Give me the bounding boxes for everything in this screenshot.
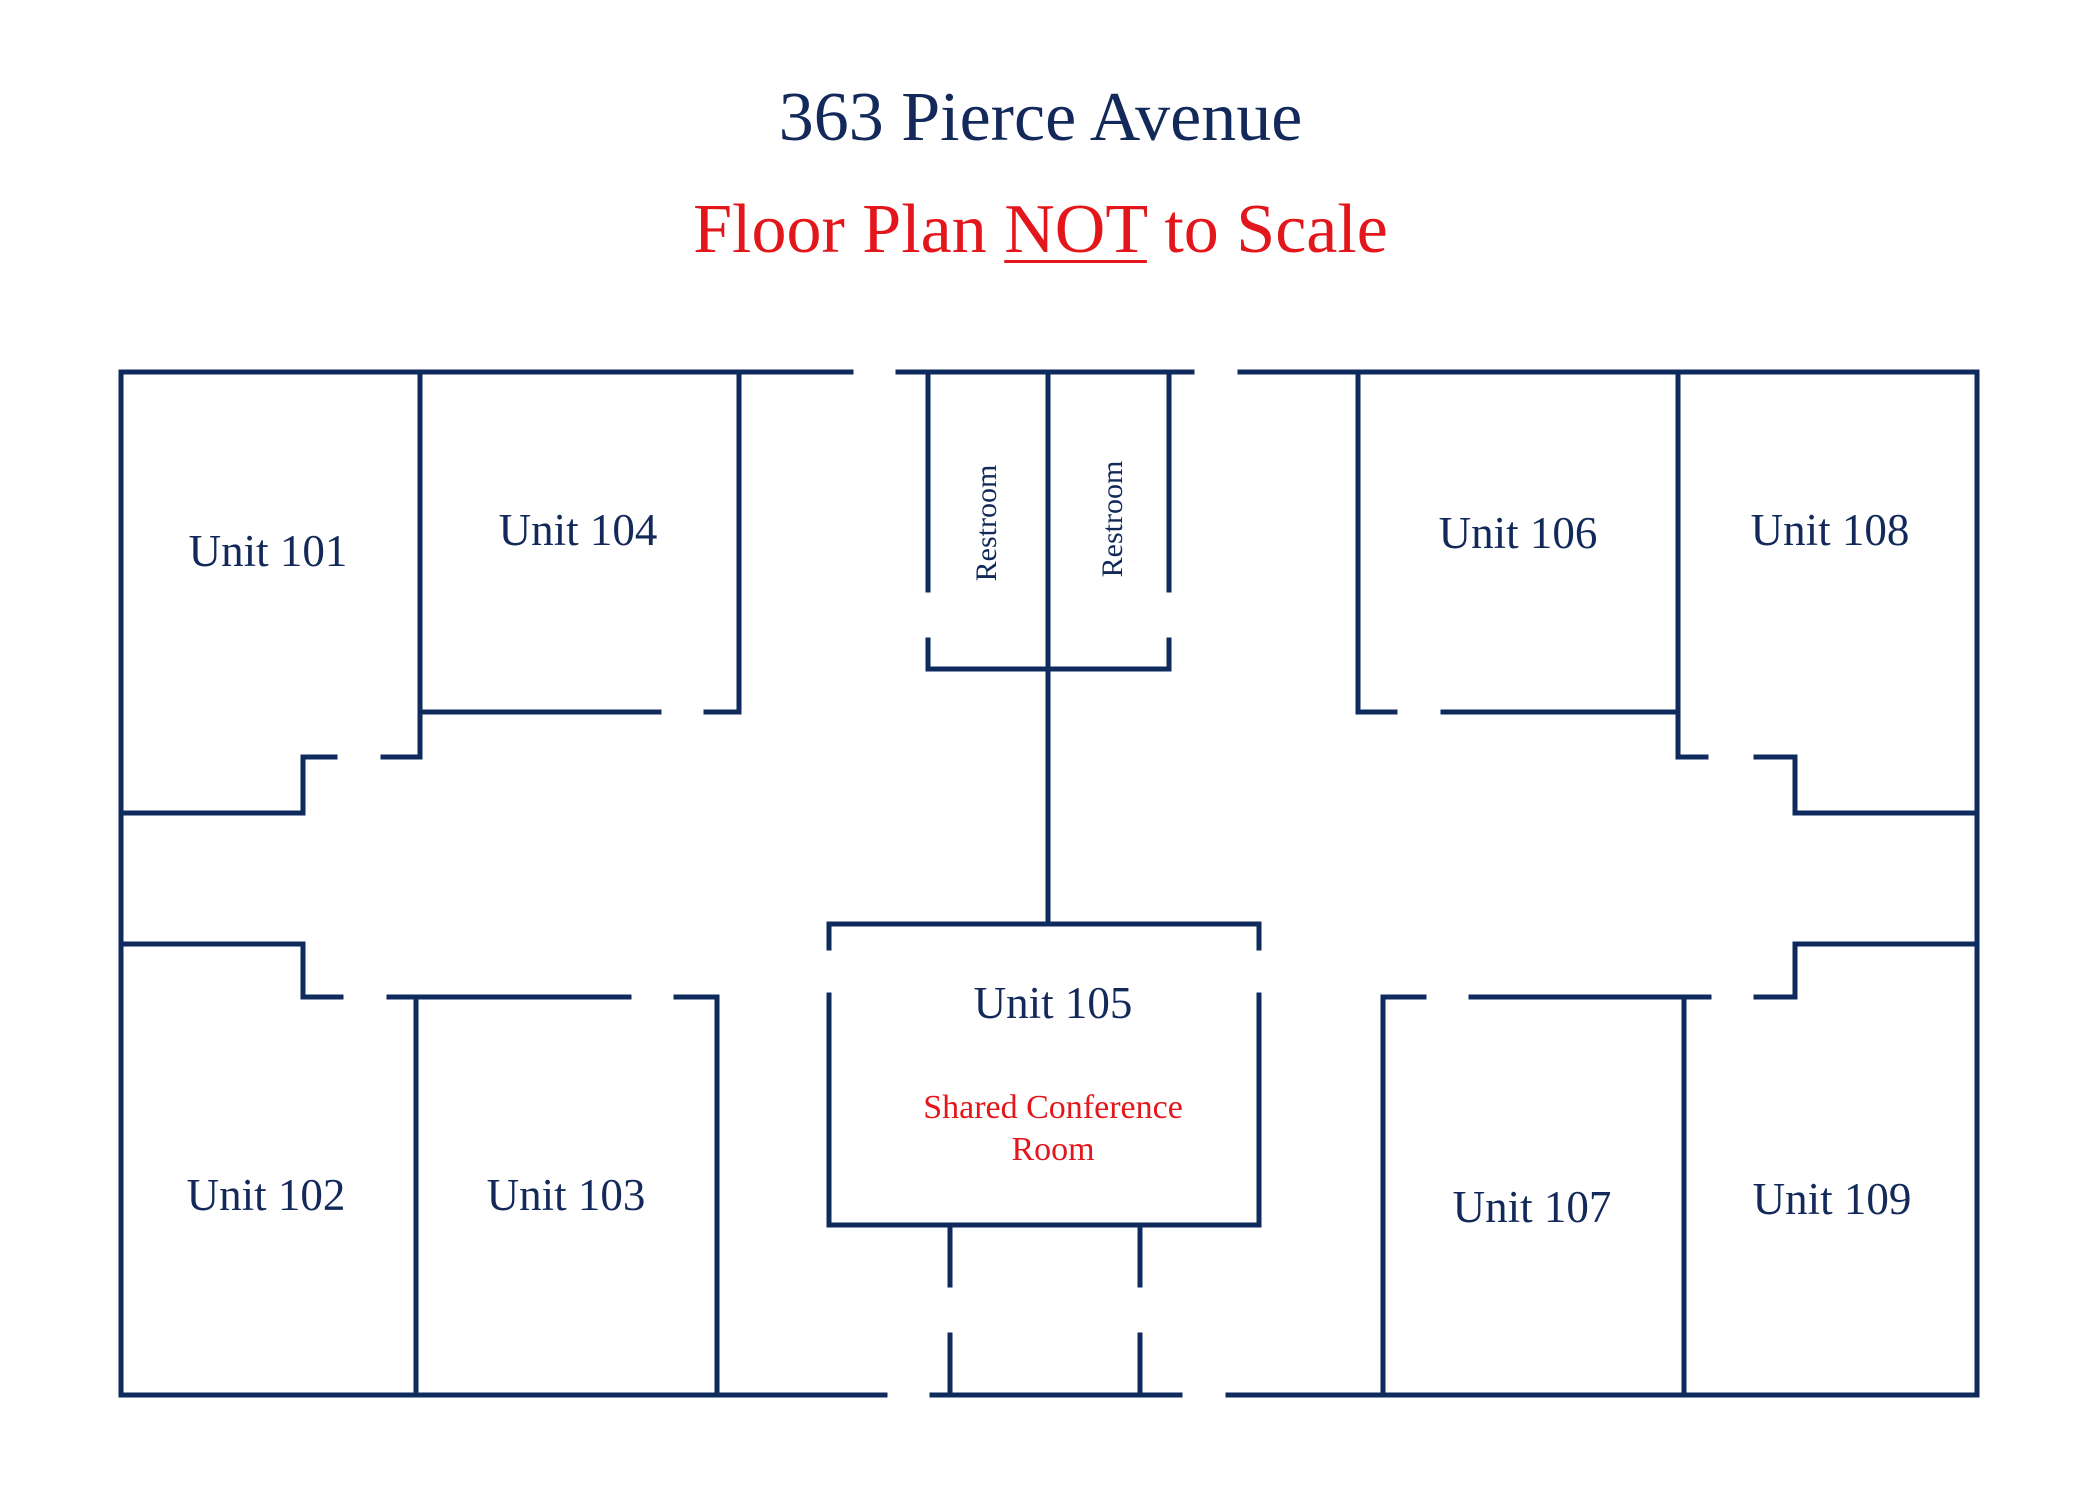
wall-unit-103-top-right [673, 994, 720, 1398]
room-label-unit-103: Unit 103 [487, 1170, 646, 1220]
room-label-unit-107: Unit 107 [1453, 1182, 1612, 1232]
room-label-restroom-left: Restroom [970, 465, 1003, 582]
room-label-unit-104: Unit 104 [499, 505, 658, 555]
subtitle-emphasis: NOT [1004, 191, 1147, 268]
room-label-unit-105: Unit 105 [974, 978, 1133, 1028]
room-label-restroom-right: Restroom [1096, 461, 1129, 578]
walls [118, 369, 1980, 1398]
room-label-unit-102: Unit 102 [187, 1170, 346, 1220]
wall-unit-107-top-left [1380, 994, 1427, 1398]
wall-unit-109-top [1753, 941, 1980, 1000]
wall-unit-101-bottom [118, 754, 338, 816]
wall-unit-106-left [1355, 369, 1398, 715]
wall-unit-106-108-divider [1675, 369, 1709, 760]
wall-unit-105-sides-bottom [826, 992, 1262, 1228]
wall-unit-101-right [380, 369, 423, 760]
wall-unit-108-bottom [1753, 754, 1980, 816]
wall-unit-104-right [703, 369, 742, 715]
room-label-unit-101: Unit 101 [189, 526, 348, 576]
floor-plan-subtitle: Floor Plan NOT to Scale [0, 190, 2081, 270]
room-label-unit-109: Unit 109 [1753, 1174, 1912, 1224]
room-label-unit-108: Unit 108 [1751, 505, 1910, 555]
subtitle-prefix: Floor Plan [693, 191, 1005, 268]
shared-conference-label-line2: Room [1011, 1131, 1094, 1168]
wall-unit-105-top [826, 921, 1262, 951]
subtitle-suffix: to Scale [1146, 191, 1388, 268]
wall-unit-102-top [118, 941, 344, 1000]
shared-conference-label-line1: Shared Conference [923, 1089, 1183, 1126]
room-labels: Unit 101 Unit 104 Unit 102 Unit 103 Unit… [187, 461, 1912, 1232]
building-address: 363 Pierce Avenue [778, 79, 1303, 156]
room-label-unit-106: Unit 106 [1439, 508, 1598, 558]
